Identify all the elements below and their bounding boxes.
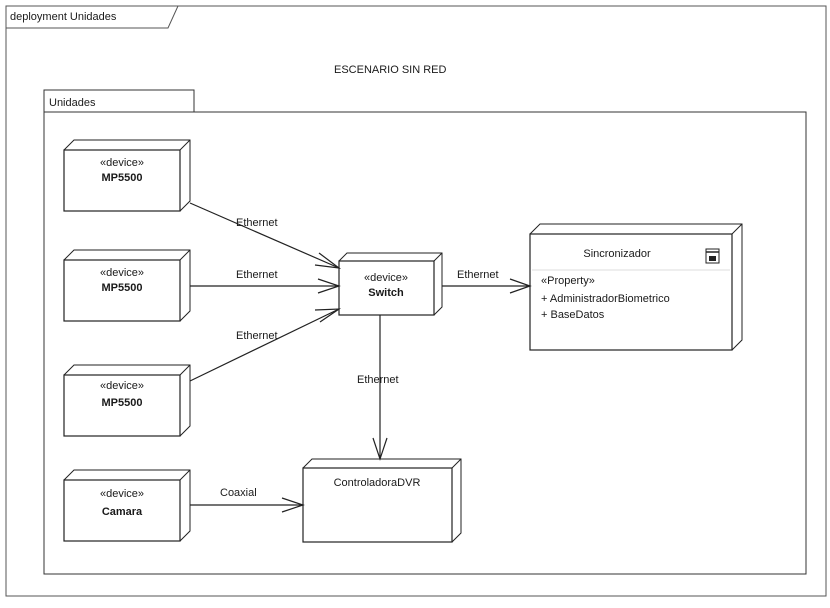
node-name: Camara [102, 506, 143, 518]
package-label: Unidades [49, 97, 96, 109]
edge-mp2-switch[interactable] [190, 278, 341, 294]
node-sincronizador[interactable]: Sincronizador «Property» + Administrador… [529, 223, 743, 351]
node-name: MP5500 [102, 397, 143, 409]
node-name: ControladoraDVR [334, 477, 421, 489]
node-stereotype: «device» [100, 380, 144, 392]
frame-tab [5, 5, 179, 29]
node-stereotype: «device» [100, 267, 144, 279]
edge-switch-dvr[interactable] [372, 315, 388, 461]
node-switch[interactable]: «device» Switch [338, 252, 443, 316]
diagram-title: ESCENARIO SIN RED [334, 64, 447, 76]
property-item: + BaseDatos [541, 309, 605, 321]
edge-mp1-switch[interactable] [189, 202, 342, 269]
node-name: Switch [368, 287, 404, 299]
node-name: Sincronizador [583, 248, 651, 260]
package-unidades: Unidades [43, 89, 807, 575]
frame-border [5, 5, 827, 597]
property-item: + AdministradorBiometrico [541, 293, 670, 305]
node-stereotype: «device» [100, 488, 144, 500]
edge-label-mp1-switch: Ethernet [236, 217, 278, 229]
artifact-icon [705, 248, 720, 264]
deployment-frame: deployment Unidades [5, 5, 827, 597]
node-stereotype: «device» [364, 272, 408, 284]
node-mp5500-1[interactable]: «device» MP5500 [63, 139, 191, 212]
node-controladora-dvr[interactable]: ControladoraDVR [302, 458, 462, 543]
edge-label-mp2-switch: Ethernet [236, 269, 278, 281]
edge-label-camara-dvr: Coaxial [220, 487, 257, 499]
edge-label-mp3-switch: Ethernet [236, 330, 278, 342]
node-camara[interactable]: «device» Camara [63, 469, 191, 542]
property-section-label: «Property» [541, 275, 595, 287]
edge-mp3-switch[interactable] [189, 308, 342, 382]
node-mp5500-2[interactable]: «device» MP5500 [63, 249, 191, 322]
node-name: MP5500 [102, 282, 143, 294]
node-stereotype: «device» [100, 157, 144, 169]
frame-label: deployment Unidades [10, 11, 117, 23]
node-name: MP5500 [102, 172, 143, 184]
edge-camara-dvr[interactable] [190, 497, 305, 513]
node-mp5500-3[interactable]: «device» MP5500 [63, 364, 191, 437]
edge-label-switch-sincronizador: Ethernet [457, 269, 499, 281]
connectors [189, 202, 532, 513]
edge-label-switch-dvr: Ethernet [357, 374, 399, 386]
edge-switch-sincronizador[interactable] [442, 278, 532, 294]
package-body [43, 111, 807, 575]
